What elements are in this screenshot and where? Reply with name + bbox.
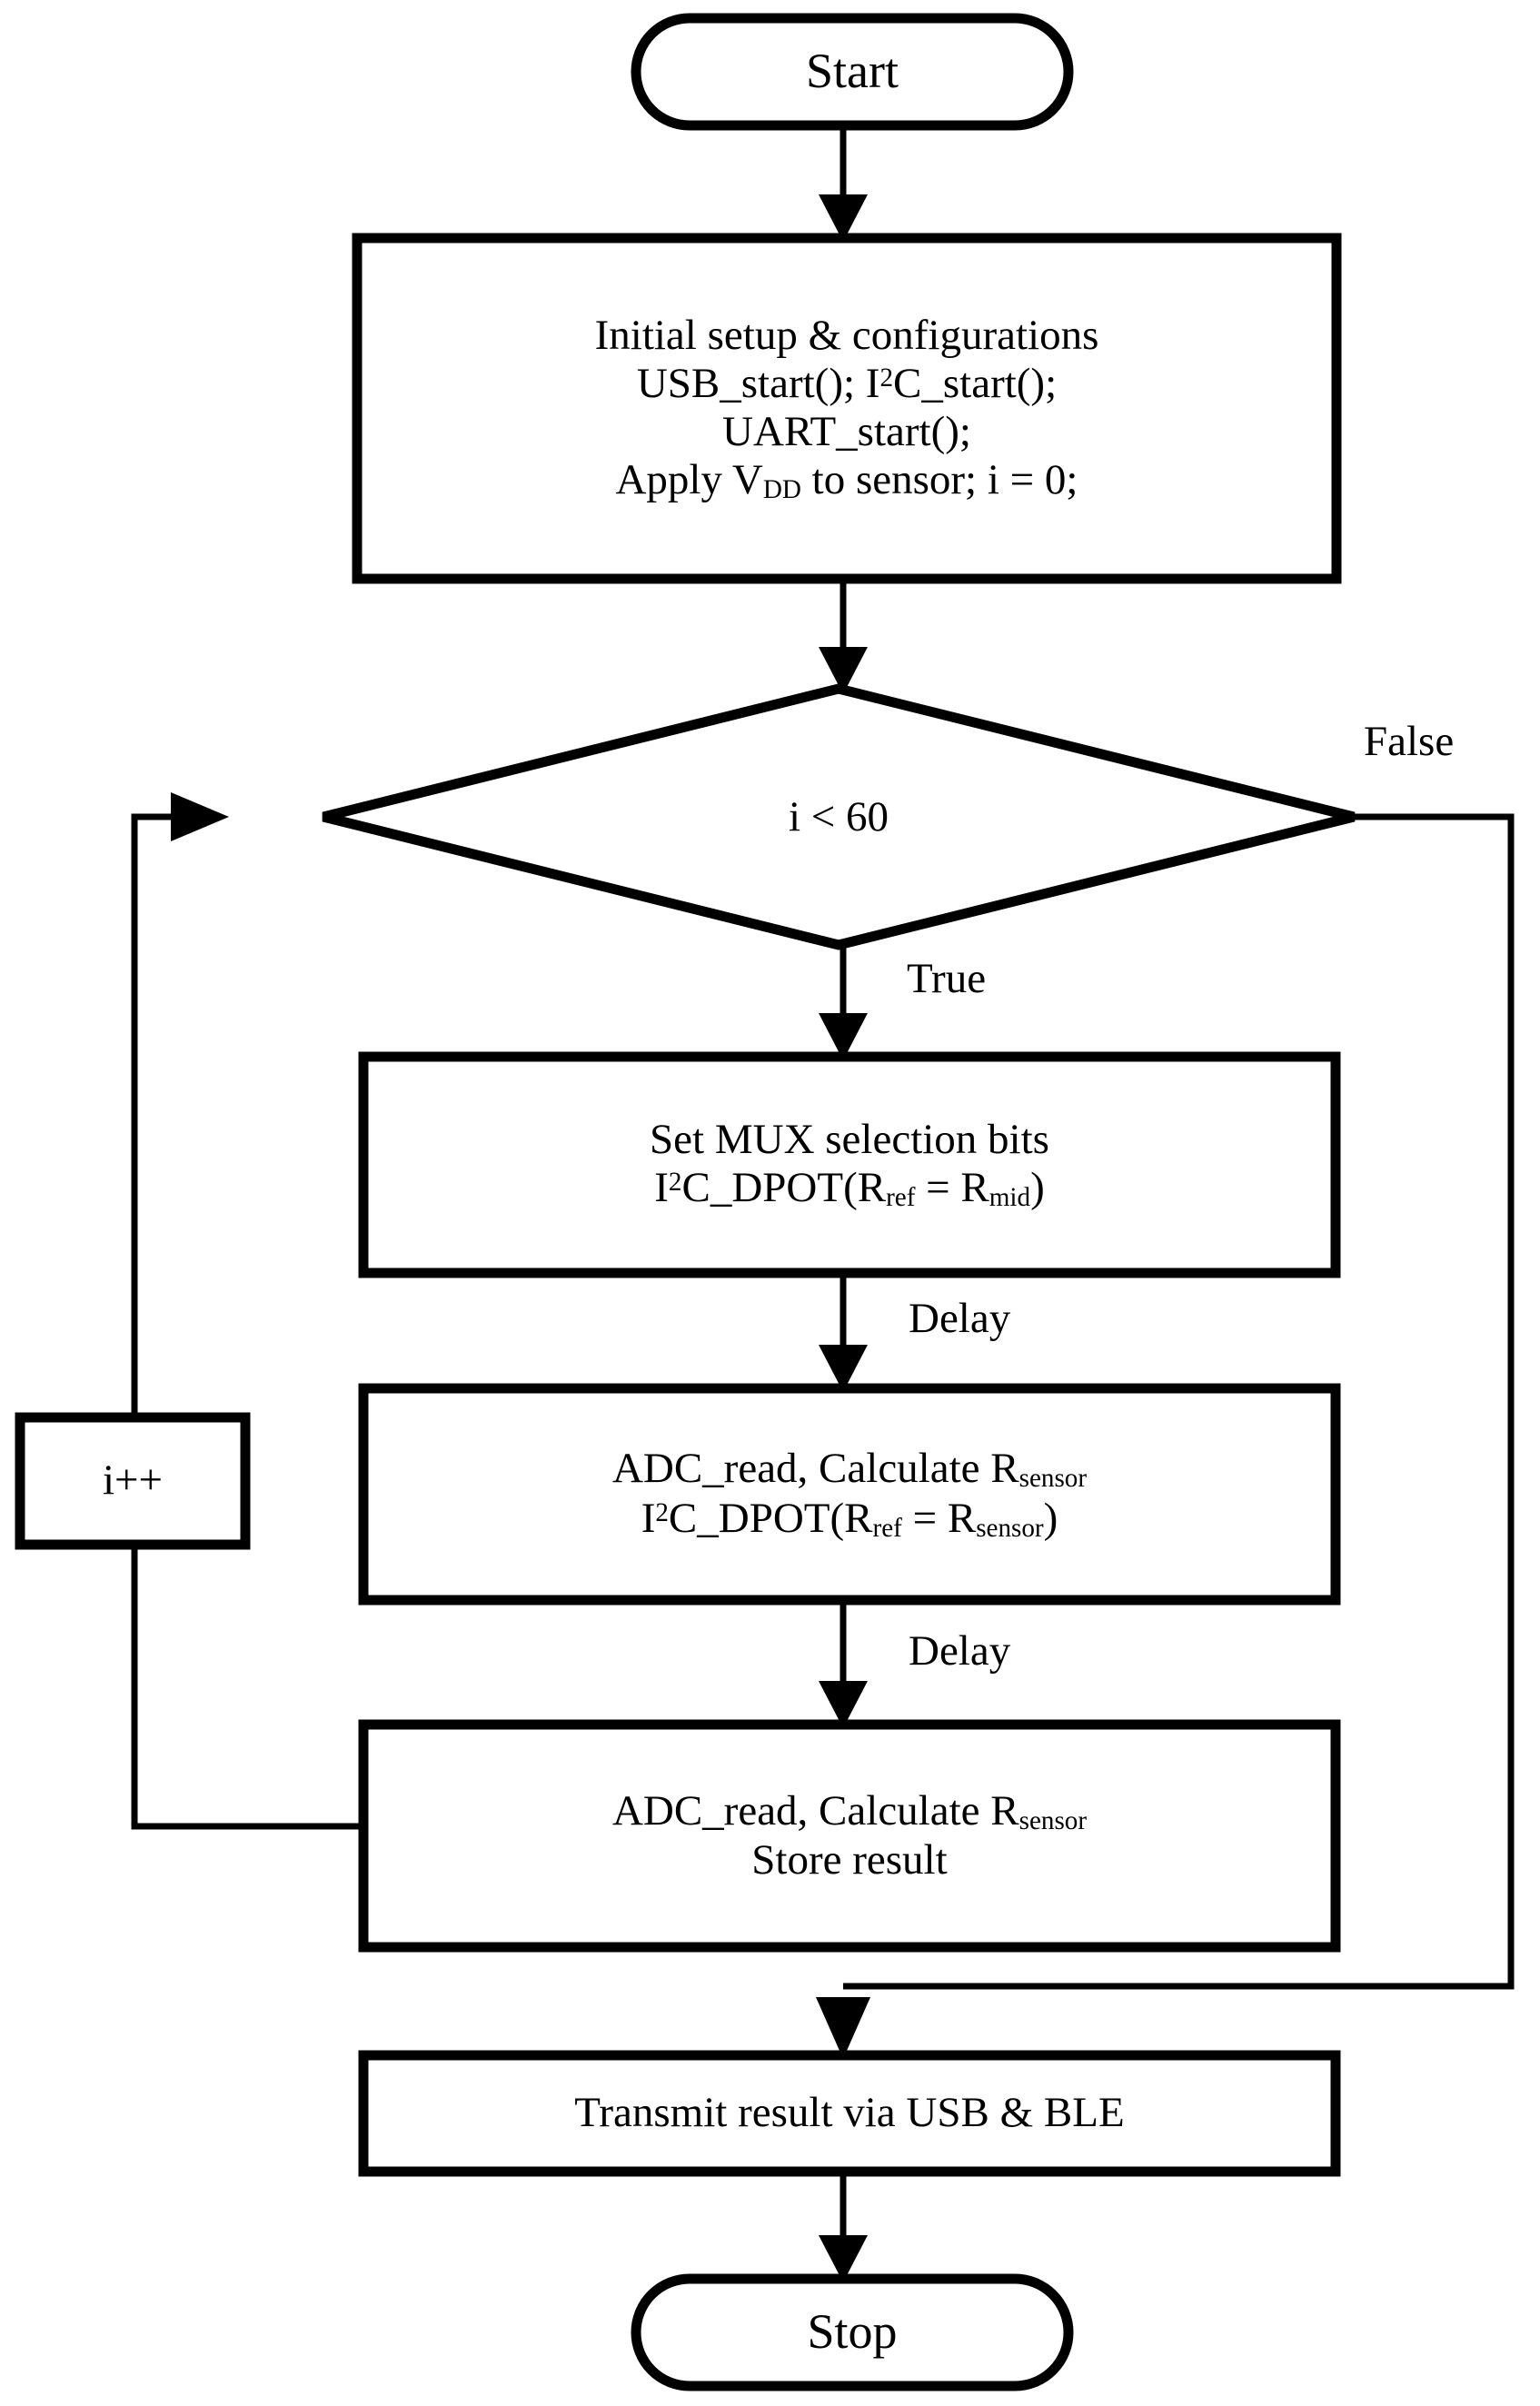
transmit-process-shape bbox=[363, 2055, 1336, 2172]
setup-process-outline bbox=[352, 233, 1342, 584]
adc2-process-shape bbox=[363, 1725, 1336, 1947]
edge-false-arrowhead bbox=[816, 1997, 870, 2059]
edge-start-to-setup-arrowhead bbox=[819, 194, 868, 242]
edge-false-path bbox=[843, 813, 1515, 1990]
edge-setup-to-condition-arrowhead bbox=[819, 647, 868, 694]
edge-loopback-path-upper bbox=[131, 813, 178, 1417]
mux-process-outline bbox=[358, 1051, 1341, 1278]
edge-label-false: False bbox=[1364, 718, 1455, 765]
edge-label-delay-1: Delay bbox=[909, 1295, 1011, 1342]
setup-process-shape bbox=[357, 238, 1336, 579]
edge-label-delay-2: Delay bbox=[909, 1627, 1011, 1675]
edge-mux-to-adc1-arrowhead bbox=[819, 1345, 868, 1392]
mux-process-shape bbox=[363, 1057, 1336, 1273]
condition-decision-shape bbox=[323, 689, 1354, 945]
adc1-process-shape bbox=[363, 1388, 1336, 1600]
start-terminator-outline bbox=[631, 13, 1074, 131]
edge-loopback-arrowhead bbox=[171, 792, 229, 841]
edge-condition-to-mux-arrowhead bbox=[819, 1013, 868, 1060]
stop-terminator-outline bbox=[631, 2273, 1074, 2391]
transmit-process-outline bbox=[358, 2050, 1341, 2177]
edge-loopback-path bbox=[131, 1545, 363, 1830]
start-terminator-shape bbox=[636, 18, 1068, 125]
edge-label-true: True bbox=[907, 955, 987, 1002]
edge-adc1-to-adc2-arrowhead bbox=[819, 1681, 868, 1728]
edge-transmit-to-stop-arrowhead bbox=[819, 2235, 868, 2282]
adc2-process-outline bbox=[358, 1719, 1341, 1953]
stop-terminator-shape bbox=[636, 2279, 1068, 2386]
increment-process-shape bbox=[20, 1417, 245, 1545]
condition-decision-outline bbox=[322, 683, 1356, 950]
adc1-process-outline bbox=[358, 1383, 1341, 1606]
